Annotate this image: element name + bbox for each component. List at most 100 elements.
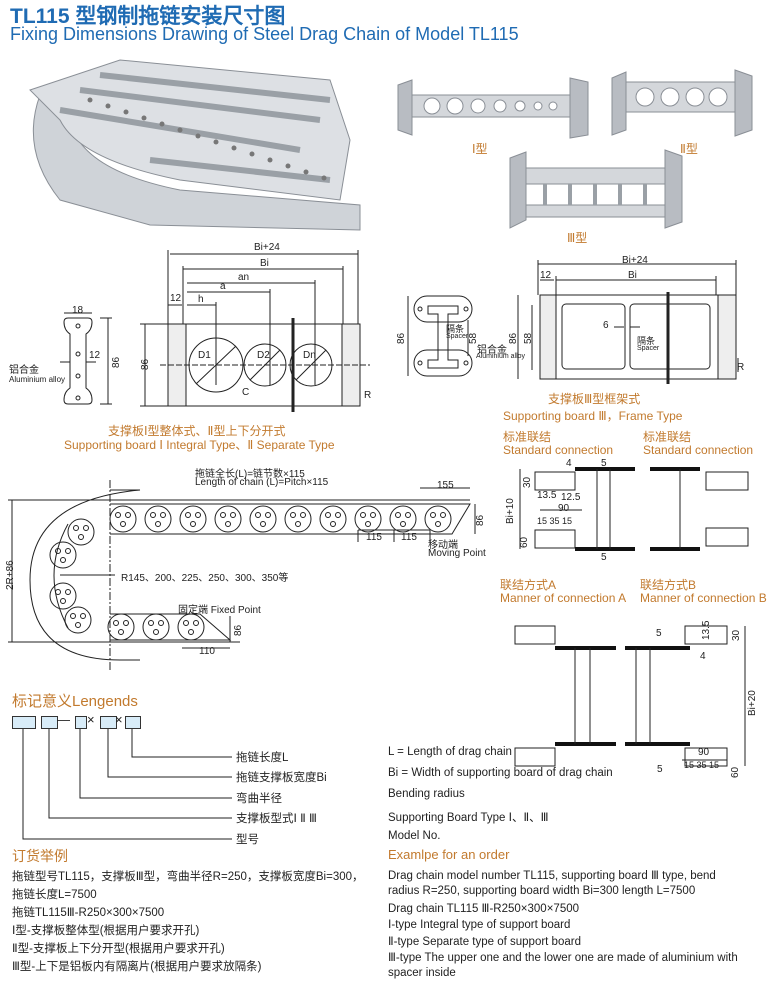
board3-front-view <box>517 260 739 384</box>
chain-link-hole <box>75 622 81 628</box>
chain-link-hole <box>220 512 226 518</box>
order-en-line: Drag chain model number TL115, supportin… <box>388 870 716 882</box>
std-dim-5-top: 5 <box>601 458 607 469</box>
legend-box-radius <box>75 716 87 729</box>
chain-link <box>67 518 95 546</box>
dim-side-height: 86 <box>111 356 122 368</box>
order-cn-line: Ⅲ型-上下是铝板内有隔离片(根据用户要求放隔条) <box>12 961 262 973</box>
legend-en-length: L = Length of drag chain <box>388 746 512 758</box>
type1-photo-label: Ⅰ型 <box>472 142 488 156</box>
ab-dim-60: 60 <box>730 766 741 778</box>
ab-dim-5-top: 5 <box>656 628 662 639</box>
connection-a-en: Manner of connection A <box>500 591 627 605</box>
material-en: Aluminium alloy <box>9 375 66 384</box>
chain-link <box>424 505 452 533</box>
standard-connection-cn-2: 标准联结 <box>643 430 692 444</box>
standard-connection-drawing <box>519 467 749 551</box>
page-title: TL115 型钢制拖链安装尺寸图 <box>10 5 286 28</box>
chain-photo-bolt <box>249 151 255 157</box>
legend-en-type: Supporting Board Type Ⅰ、Ⅱ、Ⅲ <box>388 812 549 824</box>
material-cn: 铝合金 <box>9 365 39 376</box>
dim-bi: Bi <box>260 258 269 269</box>
chain-length-en: Length of chain (L)=Pitch×115 <box>195 477 329 488</box>
dim-an: an <box>238 272 250 283</box>
chain-link <box>214 505 242 533</box>
dim3-gap: 6 <box>603 320 609 331</box>
order-title-cn: 订货举例 <box>12 848 68 864</box>
board12-side-view <box>60 312 112 405</box>
chain-link-hole <box>183 620 189 626</box>
chain-photo-bolt <box>303 169 309 175</box>
chain-link-hole <box>78 534 84 540</box>
chain-link <box>284 505 312 533</box>
connection-b-cn: 联结方式B <box>640 578 697 592</box>
chain-link-hole <box>330 521 336 527</box>
chain-link-hole <box>370 512 376 518</box>
chain-dim-86-bottom: 86 <box>233 624 244 636</box>
chain-photo-bolt <box>213 139 219 145</box>
std-dim-4: 4 <box>566 458 572 469</box>
ab-dim-5-bot: 5 <box>657 764 663 775</box>
legend-cn-type: 支撑板型式Ⅰ Ⅱ Ⅲ <box>236 813 317 825</box>
order-en-line: radius R=250, supporting board width Bi=… <box>388 885 696 897</box>
dim-bi24: Bi+24 <box>254 242 280 253</box>
board-photo-type3 <box>509 149 683 229</box>
ab-dim-4: 4 <box>700 651 706 662</box>
chain-link-hole <box>225 521 231 527</box>
chain-link-hole <box>255 512 261 518</box>
moving-point-en: Moving Point <box>428 548 486 559</box>
ab-dim-30: 30 <box>731 629 742 641</box>
ab-dim-15-35-15: 15 35 15 <box>684 760 720 770</box>
legend-title: 标记意义Lengends <box>12 693 138 710</box>
dim3-bi: Bi <box>628 270 637 281</box>
label-c: C <box>242 387 250 398</box>
chain-photo-bolt <box>141 115 147 121</box>
chain-link <box>319 505 347 533</box>
chain-link <box>179 505 207 533</box>
board3-caption-en: Supporting board Ⅲ，Frame Type <box>503 409 683 423</box>
type2-photo-label: Ⅱ型 <box>680 142 698 156</box>
chain-link-hole <box>123 620 129 626</box>
dim-side-width: 18 <box>72 305 84 316</box>
chain-link <box>107 613 135 641</box>
order-cn-line: 拖链TL115Ⅲ-R250×300×7500 <box>12 907 165 919</box>
chain-photo-bolt <box>159 121 165 127</box>
chain-photo-bolt <box>105 103 111 109</box>
board3-side-view <box>407 295 473 377</box>
chain-pitch-1: 115 <box>366 532 382 543</box>
chain-link-hole <box>185 512 191 518</box>
moving-point-cn: 移动端 <box>428 540 458 551</box>
connection-b-en: Manner of connection B <box>640 591 767 605</box>
chain-side-drawing <box>8 480 476 670</box>
chain-length-cn: 拖链全长(L)=链节数×115 <box>195 469 305 480</box>
legend-cn-width: 拖链支撑板宽度Bi <box>236 772 327 784</box>
chain-link-hole <box>395 512 401 518</box>
std-dim-bi10: Bi+10 <box>505 498 516 524</box>
dim3-12: 12 <box>540 270 552 281</box>
order-cn-line: Ⅱ型-支撑板上下分开型(根据用户要求开孔) <box>12 943 225 955</box>
legend-connectors <box>22 728 232 840</box>
legend-en-width: Bi = Width of supporting board of drag c… <box>388 767 613 779</box>
chain-link-hole <box>190 521 196 527</box>
board-photo-type1 <box>397 77 589 139</box>
chain-link-hole <box>430 512 436 518</box>
chain-photo-bolt <box>285 163 291 169</box>
chain-photo-bolt <box>231 145 237 151</box>
chain-photo <box>29 59 361 231</box>
order-en-line: Ⅱ-type Separate type of support board <box>388 936 581 948</box>
board12-caption-cn: 支撑板Ⅰ型整体式、Ⅱ型上下分开式 <box>108 424 286 438</box>
ab-dim-13-5: 13.5 <box>701 620 712 640</box>
legend-en-model: Model No. <box>388 830 441 842</box>
std-dim-12-5: 12.5 <box>561 492 581 503</box>
order-cn-line: Ⅰ型-支撑板整体型(根据用户要求开孔) <box>12 925 200 937</box>
order-cn-line: 拖链长度L=7500 <box>12 889 97 901</box>
chain-link-hole <box>360 512 366 518</box>
dim-h: h <box>198 294 204 305</box>
material3-en: Aluminium alloy <box>476 353 526 360</box>
chain-photo-bolt <box>267 157 273 163</box>
chain-dim-86-top: 86 <box>475 514 486 526</box>
chain-link-hole <box>325 512 331 518</box>
chain-photo-bolt <box>87 97 93 103</box>
chain-link <box>49 541 77 569</box>
